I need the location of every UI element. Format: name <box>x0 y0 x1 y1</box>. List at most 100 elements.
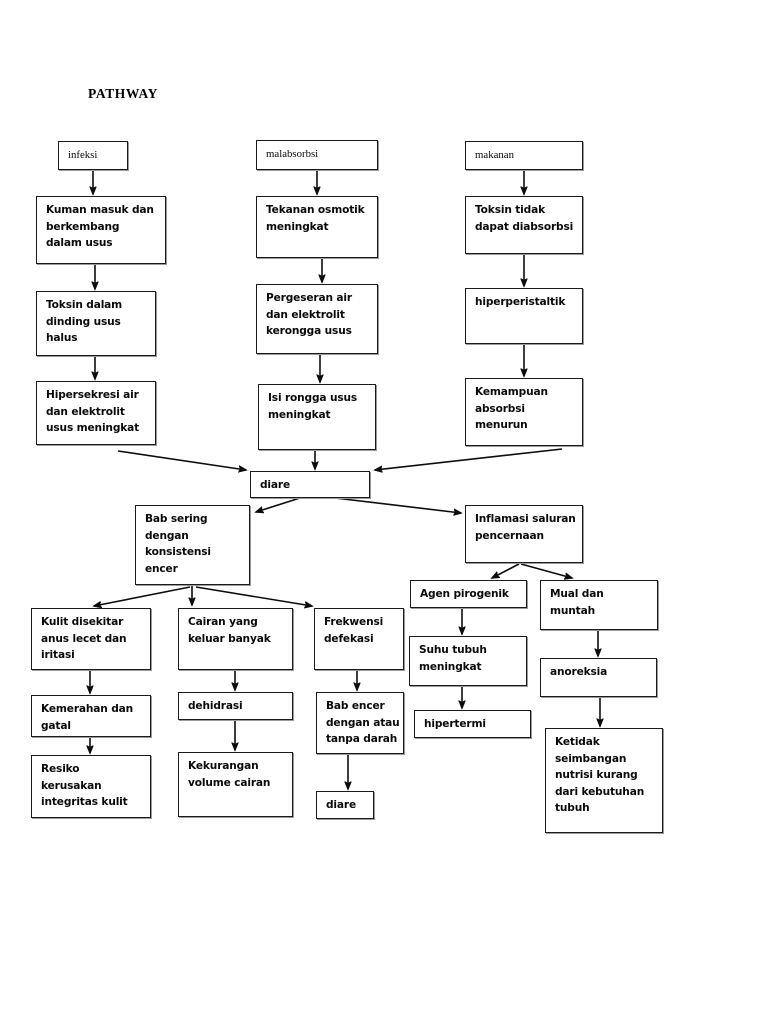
node-label-line: Pergeseran air <box>266 292 352 304</box>
node-label-line: Inflamasi saluran <box>475 513 576 525</box>
node-bab-encer[interactable]: Bab encer dengan atau tanpa darah <box>316 692 404 754</box>
node-resiko-kerusakan[interactable]: Resiko kerusakan integritas kulit <box>31 755 151 818</box>
node-label-line: Tekanan osmotik <box>266 204 365 216</box>
node-label-line: integritas kulit <box>41 796 128 808</box>
node-label-line: meningkat <box>268 408 331 421</box>
node-label-line: absorbsi <box>475 402 525 415</box>
node-anoreksia[interactable]: anoreksia <box>540 658 657 697</box>
node-label-line: dari kebutuhan <box>555 785 645 798</box>
node-label-line: dapat diabsorbsi <box>475 220 574 233</box>
node-label-line: diare <box>326 799 357 811</box>
node-label-line: hipertermi <box>424 718 486 730</box>
node-inflamasi[interactable]: Inflamasi saluran pencernaan <box>465 505 583 563</box>
node-label-line: defekasi <box>324 632 374 645</box>
node-label-line: berkembang <box>46 220 120 233</box>
node-label-line: usus meningkat <box>46 422 140 434</box>
node-label-line: hiperperistaltik <box>475 296 566 308</box>
node-kuman-masuk[interactable]: Kuman masuk dan berkembang dalam usus <box>36 196 166 264</box>
node-label-line: seimbangan <box>555 752 627 765</box>
node-label-line: dalam usus <box>46 237 113 249</box>
node-infeksi[interactable]: infeksi <box>58 141 128 170</box>
edge-bab-sering-to-kulit-disekitar <box>94 586 191 606</box>
node-label-line: Suhu tubuh <box>419 644 487 656</box>
node-label-line: konsistensi <box>145 546 211 558</box>
node-hipersekresi[interactable]: Hipersekresi air dan elektrolit usus menin… <box>36 381 156 445</box>
node-label-line: kerongga usus <box>266 325 352 337</box>
node-label-line: meningkat <box>266 220 329 233</box>
node-label-line: Frekwensi <box>324 616 384 628</box>
node-label-line: Kuman masuk dan <box>46 204 154 216</box>
node-hipertermi[interactable]: hipertermi <box>414 710 531 738</box>
node-frekwensi-defekasi[interactable]: Frekwensi defekasi <box>314 608 404 670</box>
node-label-line: meningkat <box>419 660 482 673</box>
node-label-line: malabsorbsi <box>266 148 319 160</box>
node-label-line: kerusakan <box>41 779 102 792</box>
node-makanan[interactable]: makanan <box>465 141 583 170</box>
node-label-line: Mual dan <box>550 588 604 600</box>
node-label-line: dinding usus <box>46 315 121 328</box>
node-label-line: infeksi <box>68 149 98 161</box>
edge-diare-to-bab-sering <box>256 497 301 512</box>
node-agen-pirogenik[interactable]: Agen pirogenik <box>410 580 527 608</box>
node-label-line: dehidrasi <box>188 700 243 712</box>
node-label-line: Toksin tidak <box>475 204 545 216</box>
node-label-line: Isi rongga usus <box>268 392 358 404</box>
node-label-line: menurun <box>475 419 528 431</box>
node-dehidrasi[interactable]: dehidrasi <box>178 692 293 720</box>
node-label-line: volume cairan <box>188 776 271 789</box>
edge-inflamasi-to-mual-muntah <box>520 563 572 578</box>
node-hiperperistaltik[interactable]: hiperperistaltik <box>465 288 583 344</box>
node-kulit-disekitar[interactable]: Kulit disekitar anus lecet dan iritasi <box>31 608 151 670</box>
node-label-line: Ketidak <box>555 736 600 748</box>
node-kekurangan-volume[interactable]: Kekurangan volume cairan <box>178 752 293 817</box>
node-label-line: Kulit disekitar <box>41 616 124 628</box>
node-label-line: halus <box>46 332 78 344</box>
node-diare-2[interactable]: diare <box>316 791 374 819</box>
node-kemerahan[interactable]: Kemerahan dan gatal <box>31 695 151 737</box>
node-label-line: muntah <box>550 604 595 617</box>
node-toksin-dinding[interactable]: Toksin dalam dinding usus halus <box>36 291 156 356</box>
node-label-line: makanan <box>475 149 514 161</box>
node-kemampuan-absorbsi[interactable]: Kemampuan absorbsi menurun <box>465 378 583 446</box>
node-label-line: Agen pirogenik <box>420 588 509 600</box>
node-label-line: dengan atau <box>326 716 400 729</box>
page-title: PATHWAY <box>88 86 158 101</box>
node-label-line: anoreksia <box>550 666 608 678</box>
edge-diare-to-inflamasi <box>334 497 461 513</box>
edge-inflamasi-to-agen-pirogenik <box>492 563 520 578</box>
node-tekanan-osmotik[interactable]: Tekanan osmotik meningkat <box>256 196 378 258</box>
edge-bab-sering-to-frekwensi-defekasi <box>195 586 312 606</box>
node-label-line: gatal <box>41 719 71 732</box>
node-label-line: tanpa darah <box>326 733 398 745</box>
node-label-line: Kemampuan <box>475 386 548 398</box>
node-label-line: keluar banyak <box>188 632 271 645</box>
node-label-line: encer <box>145 562 178 575</box>
node-label-line: dan elektrolit <box>266 308 345 321</box>
node-diare-1[interactable]: diare <box>250 471 370 498</box>
node-label-line: anus lecet dan <box>41 632 127 645</box>
node-label-line: iritasi <box>41 649 75 661</box>
node-label-line: dengan <box>145 529 189 542</box>
node-ketidak-seimbangan[interactable]: Ketidak seimbangan nutrisi kurang dari kebu… <box>545 728 663 833</box>
node-pergeseran-air[interactable]: Pergeseran air dan elektrolit kerongga usu… <box>256 284 378 354</box>
node-mual-muntah[interactable]: Mual dan muntah <box>540 580 658 630</box>
node-label-line: Bab encer <box>326 700 385 712</box>
node-label-line: Toksin dalam <box>46 299 123 311</box>
node-label-line: dan elektrolit <box>46 405 125 418</box>
node-label-line: Kekurangan <box>188 760 259 772</box>
node-label-line: Cairan yang <box>188 616 258 628</box>
node-toksin-tidak[interactable]: Toksin tidak dapat diabsorbsi <box>465 196 583 254</box>
node-label-line: Resiko <box>41 763 80 775</box>
node-suhu-tubuh[interactable]: Suhu tubuh meningkat <box>409 636 527 686</box>
node-label-line: pencernaan <box>475 529 544 542</box>
edge-hipersekresi-to-diare <box>117 450 246 470</box>
node-label-line: Hipersekresi air <box>46 389 139 401</box>
node-cairan-keluar[interactable]: Cairan yang keluar banyak <box>178 608 293 670</box>
node-label-line: diare <box>260 479 291 491</box>
node-label-line: Kemerahan dan <box>41 703 134 715</box>
node-malabsorbsi[interactable]: malabsorbsi <box>256 140 378 170</box>
node-isi-rongga[interactable]: Isi rongga usus meningkat <box>258 384 376 450</box>
node-label-line: nutrisi kurang <box>555 769 638 781</box>
